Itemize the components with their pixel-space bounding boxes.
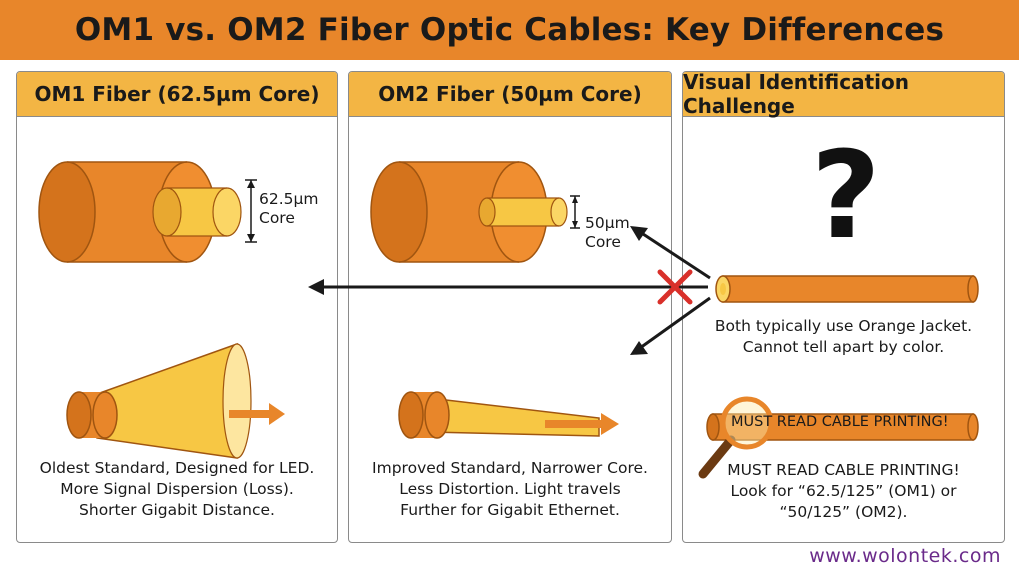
om2-illustration (370, 161, 619, 439)
visual-illustration (698, 275, 979, 479)
question-mark-icon: ? (811, 127, 881, 266)
visual-caption-color: Both typically use Orange Jacket. Cannot… (714, 317, 973, 356)
om1-illustration (38, 161, 285, 459)
visual-caption-printing: MUST READ CABLE PRINTING! Look for “62.5… (727, 461, 960, 521)
magnifier-icon (698, 396, 774, 479)
orange-jacket-cable-icon (715, 275, 979, 303)
panel-om2: OM2 Fiber (50µm Core) (348, 71, 672, 543)
printed-cable-icon (706, 413, 979, 441)
panel-om1-heading: OM1 Fiber (62.5µm Core) (17, 72, 337, 117)
om1-light-cone-icon (66, 342, 285, 459)
panel-visual-heading: Visual Identification Challenge (683, 72, 1004, 118)
om2-light-cone-icon (398, 391, 619, 439)
om2-core-label: 50µm Core (585, 214, 630, 251)
om2-caption: Improved Standard, Narrower Core. Less D… (372, 459, 648, 519)
om2-dimension-marker (570, 195, 580, 229)
panel-visual-identification: Visual Identification Challenge ? MUST R… (682, 71, 1005, 543)
om1-core-label: 62.5µm Core (259, 190, 319, 227)
title-bar: OM1 vs. OM2 Fiber Optic Cables: Key Diff… (0, 0, 1019, 60)
om1-dimension-marker (245, 179, 257, 243)
cable-print-text: MUST READ CABLE PRINTING! (731, 414, 949, 430)
footer-website[interactable]: www.wolontek.com (809, 545, 1001, 567)
om2-cable-cross-section-icon (370, 161, 568, 263)
page-title: OM1 vs. OM2 Fiber Optic Cables: Key Diff… (74, 12, 945, 48)
panel-om1: OM1 Fiber (62.5µm Core) (16, 71, 338, 543)
panel-om2-heading: OM2 Fiber (50µm Core) (349, 72, 671, 117)
om1-cable-cross-section-icon (38, 161, 242, 263)
om1-caption: Oldest Standard, Designed for LED. More … (39, 459, 315, 519)
